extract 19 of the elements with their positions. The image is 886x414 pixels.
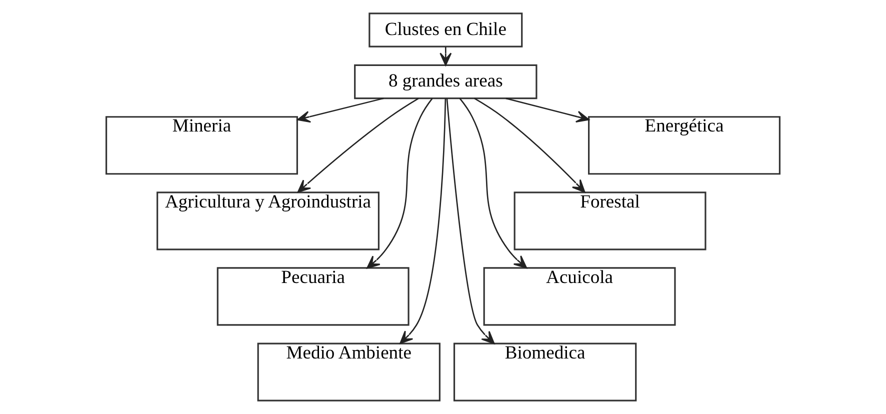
arrow <box>506 98 590 123</box>
arrow <box>440 46 452 66</box>
node-box: Medio Ambiente <box>257 342 440 402</box>
arrow <box>297 98 384 123</box>
node-box: Pecuaria <box>216 267 410 326</box>
arrow <box>400 98 446 344</box>
arrow <box>474 98 586 193</box>
node-box: Energética <box>588 116 780 175</box>
node-box: Mineria <box>106 116 298 175</box>
node-box: Acuicola <box>483 267 676 326</box>
node-box: Clustes en Chile <box>368 12 523 48</box>
arrow <box>446 98 495 344</box>
node-box: Agricultura y Agroindustria <box>156 192 380 250</box>
arrow <box>297 98 419 193</box>
arrow <box>366 98 433 269</box>
node-box: Biomedica <box>453 342 637 402</box>
node-box: Forestal <box>514 192 706 250</box>
arrow <box>459 98 528 268</box>
node-box: 8 grandes areas <box>354 64 538 100</box>
